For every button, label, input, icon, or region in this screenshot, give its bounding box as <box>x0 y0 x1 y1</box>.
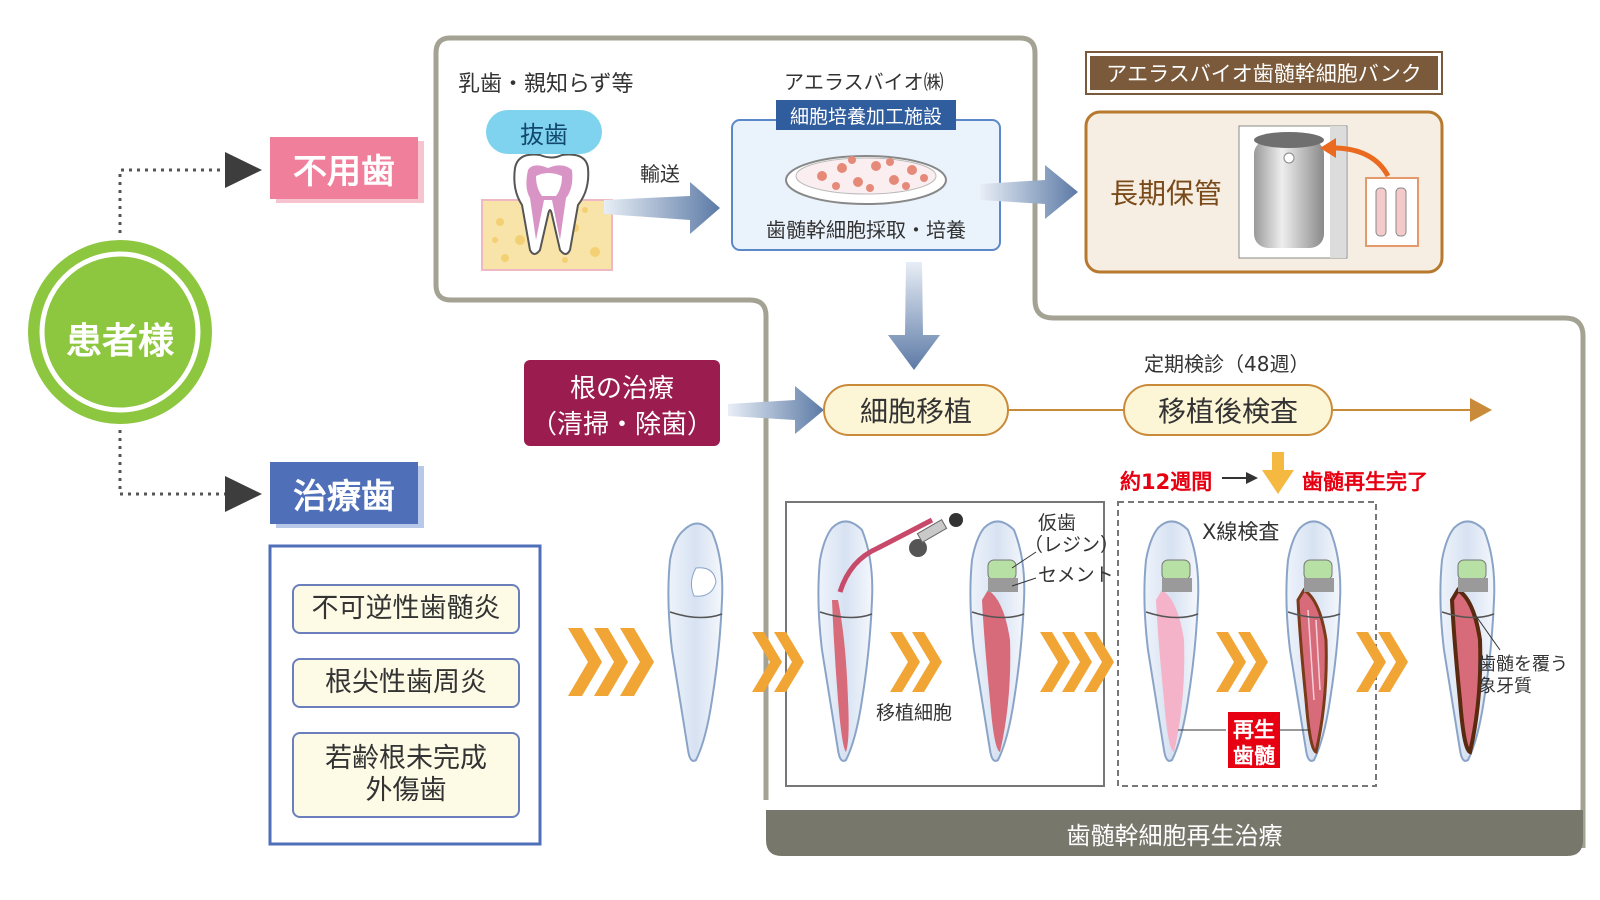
dotted-connector-bottom <box>118 430 225 496</box>
tooth-stage-5 <box>1276 520 1342 762</box>
patient-circle-outer <box>28 240 212 424</box>
upper-left-border <box>433 35 769 800</box>
checkup-note: 定期検診（48週） <box>1144 352 1310 376</box>
extraction-pill: 抜歯 <box>486 110 602 154</box>
complete-down-arrow <box>1262 452 1294 494</box>
chevrons-4 <box>1040 632 1114 692</box>
patient-circle-ring <box>39 251 201 413</box>
post-exam-pill <box>1123 384 1333 436</box>
chevrons-2 <box>752 632 804 692</box>
treated-tooth-label: 治療歯 <box>293 476 395 517</box>
tooth-stage-4 <box>1143 520 1226 762</box>
root-treatment-line1: 根の治療 <box>569 374 674 404</box>
transport-label: 輸送 <box>640 162 680 186</box>
tooth-stage-1 <box>667 522 724 762</box>
root-treatment-line2: （清掃・除菌） <box>530 410 713 440</box>
dotted-connector-top <box>118 168 225 233</box>
root-treatment-arrow <box>728 386 824 434</box>
down-arrow <box>888 262 940 370</box>
treated-tooth-box <box>270 462 418 524</box>
transplant-label: 細胞移植 <box>859 395 972 428</box>
xray-label: X線検査 <box>1202 520 1280 544</box>
root-treatment-box <box>524 360 720 446</box>
facility-caption: 歯髄幹細胞採取・培養 <box>766 218 966 242</box>
regen-pulp-box <box>1228 712 1280 768</box>
therapy-footer-label: 歯髄幹細胞再生治療 <box>1066 821 1283 850</box>
diagnosis-3: 若齢根未完成 外傷歯 <box>292 732 520 818</box>
regen-pulp-label-2: 歯髄 <box>1233 744 1275 768</box>
diagnosis-2: 根尖性歯周炎 <box>292 658 520 708</box>
dentin-label-2: 象牙質 <box>1478 676 1532 697</box>
source-teeth-label: 乳歯・親知らず等 <box>458 72 634 97</box>
freezer-tank <box>1254 140 1324 248</box>
bank-storage-label: 長期保管 <box>1110 177 1223 210</box>
tooth-stage-3 <box>969 520 1037 762</box>
vial-box <box>1365 177 1419 247</box>
diagnosis-1: 不可逆性歯髄炎 <box>292 584 520 634</box>
transplant-pill <box>823 384 1009 436</box>
facility-header <box>776 100 956 130</box>
tooth-stage-2 <box>817 513 963 762</box>
chevrons-6 <box>1356 632 1408 692</box>
company-label: アエラスバイオ㈱ <box>784 70 944 94</box>
storage-arrow <box>980 165 1078 219</box>
duration-label: 約12週間 <box>1120 470 1213 494</box>
complete-label: 歯髄再生完了 <box>1302 470 1428 494</box>
temp-tooth-label-2: （レジン） <box>1024 534 1120 556</box>
cement-label: セメント <box>1038 564 1114 586</box>
patient-label: 患者様 <box>65 321 174 362</box>
chevrons-3 <box>890 632 942 692</box>
upper-region-border <box>450 35 1586 408</box>
therapy-footer-bar <box>766 810 1583 856</box>
tooth-stage-6 <box>1439 520 1501 762</box>
arrowhead-top <box>225 152 262 188</box>
unused-tooth-box <box>270 137 418 199</box>
regen-pulp-label-1: 再生 <box>1233 718 1275 742</box>
temp-tooth-label-1: 仮歯 <box>1038 512 1077 534</box>
timeline-arrowhead <box>1470 398 1492 422</box>
unused-tooth-label: 不用歯 <box>293 151 395 192</box>
post-exam-label: 移植後検査 <box>1157 395 1298 428</box>
dentin-label-1: 歯髄を覆う <box>1478 654 1568 675</box>
transplant-cells-label: 移植細胞 <box>876 702 953 724</box>
chevrons-5 <box>1216 632 1268 692</box>
chevrons-1 <box>568 628 654 696</box>
transport-arrow <box>604 182 720 234</box>
bank-title: アエラスバイオ歯髄幹細胞バンク <box>1106 62 1422 86</box>
arrowhead-bottom <box>225 476 262 512</box>
facility-header-label: 細胞培養加工施設 <box>789 105 942 128</box>
